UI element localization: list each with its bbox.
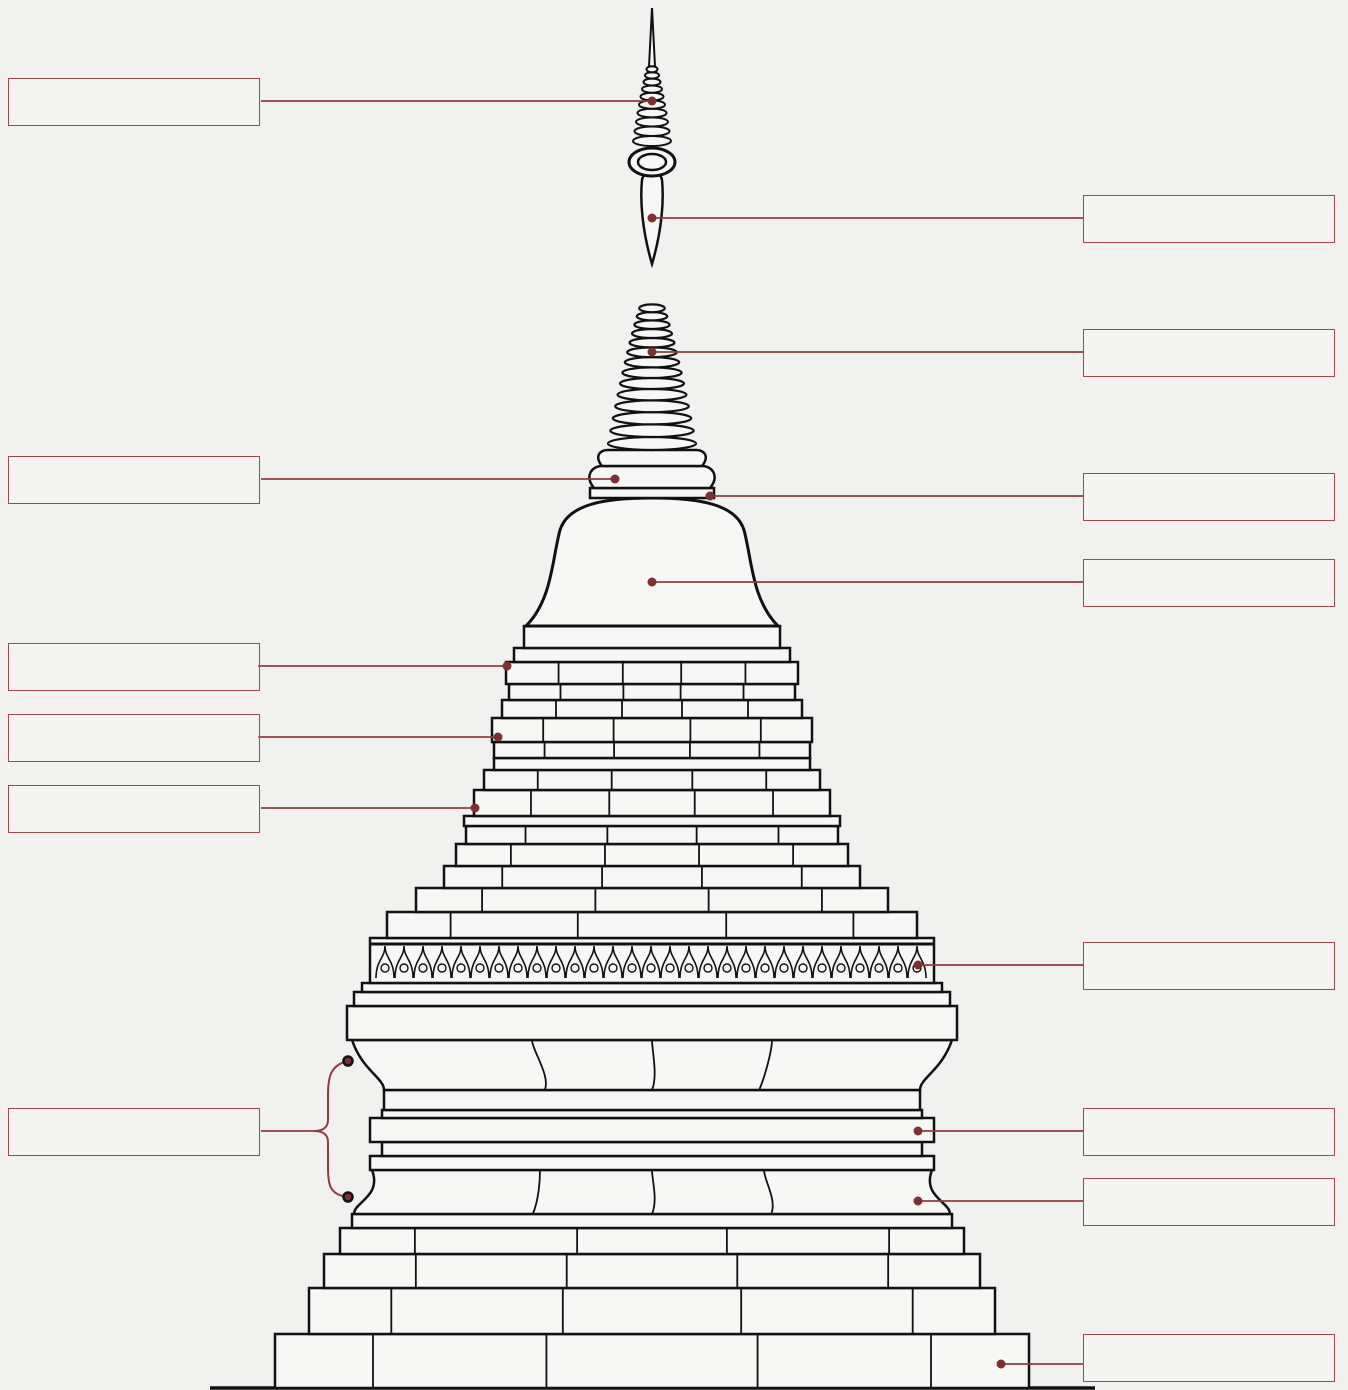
leader-dot	[706, 492, 715, 501]
label-spire-rings	[1083, 329, 1335, 377]
stupa-course	[492, 718, 812, 742]
leader-dot	[648, 578, 657, 587]
spire-base	[589, 466, 714, 488]
stupa-course	[514, 648, 790, 662]
finial-tip	[649, 8, 655, 66]
leader-dot	[914, 1127, 923, 1136]
stupa-course	[466, 826, 838, 844]
spire-ring	[610, 424, 693, 437]
leader-dot	[914, 961, 923, 970]
base-molding-main	[370, 1118, 934, 1142]
spire-ring	[615, 400, 689, 412]
spire-ring	[618, 389, 687, 400]
leader-dot	[648, 348, 657, 357]
stupa-course	[524, 626, 780, 648]
spire-ring	[625, 357, 679, 367]
finial-ring	[638, 109, 667, 118]
finial-ring	[633, 136, 671, 146]
stupa-course	[444, 866, 860, 888]
leader-dot	[344, 1193, 353, 1202]
leader-dot	[648, 97, 657, 106]
spire-ring	[622, 367, 681, 378]
leader-dot	[914, 1197, 923, 1206]
stupa-course	[456, 844, 848, 866]
base-molding-band	[370, 1156, 934, 1170]
stupa-course	[275, 1334, 1029, 1388]
bracket-brace	[314, 1061, 348, 1197]
spire-ring	[634, 320, 669, 329]
spire-ring	[613, 412, 691, 424]
label-spire-base	[8, 456, 260, 504]
bud-ring-inner	[638, 154, 666, 170]
stupa-course	[494, 742, 810, 758]
leader-dot	[503, 662, 512, 671]
label-base-molding	[1083, 1108, 1335, 1156]
spire-ring	[630, 338, 675, 347]
spire-base	[598, 450, 706, 466]
stupa-course	[509, 684, 795, 700]
spire-ring	[639, 304, 665, 312]
upper-base-band	[362, 983, 942, 992]
stupa-course	[416, 888, 888, 912]
leader-dot	[611, 475, 620, 484]
leader-dot	[344, 1057, 353, 1066]
label-finial	[8, 78, 260, 126]
label-middle-plinth	[8, 714, 260, 762]
harmika	[590, 488, 714, 498]
label-harmika	[1083, 473, 1335, 521]
label-base-waist	[1083, 1178, 1335, 1226]
label-bracket-group	[8, 1108, 260, 1156]
stupa-course	[474, 790, 830, 816]
stupa-course	[464, 816, 840, 826]
spire-ring	[620, 378, 684, 389]
stupa-course	[502, 700, 802, 718]
stupa-course	[309, 1288, 995, 1334]
finial-ring	[644, 79, 661, 86]
stupa-course	[387, 912, 917, 938]
base-molding-band	[382, 1142, 922, 1156]
stupa-course	[324, 1254, 980, 1288]
stupa-course	[506, 662, 798, 684]
label-lotus-band	[1083, 942, 1335, 990]
bell-dome	[526, 498, 778, 626]
label-bud	[1083, 195, 1335, 243]
label-terrace	[1083, 1334, 1335, 1382]
stupa-course	[494, 758, 810, 770]
stupa-course	[352, 1214, 952, 1228]
label-upper-plinth	[8, 643, 260, 691]
label-lower-plinth	[8, 785, 260, 833]
spire-ring	[637, 312, 667, 320]
base-molding-band	[384, 1090, 920, 1110]
upper-base-band	[347, 1006, 957, 1040]
leader-dot	[997, 1360, 1006, 1369]
leader-dot	[471, 804, 480, 813]
label-bell-dome	[1083, 559, 1335, 607]
finial-ring	[636, 117, 668, 126]
spire-ring	[608, 437, 696, 450]
spire-ring	[632, 329, 672, 338]
stupa-course	[484, 770, 820, 790]
finial-ring	[635, 126, 670, 136]
upper-base-band	[354, 992, 950, 1006]
leader-dot	[494, 733, 503, 742]
stupa-course	[340, 1228, 964, 1254]
finial-ring	[642, 85, 662, 92]
leader-dot	[648, 214, 657, 223]
